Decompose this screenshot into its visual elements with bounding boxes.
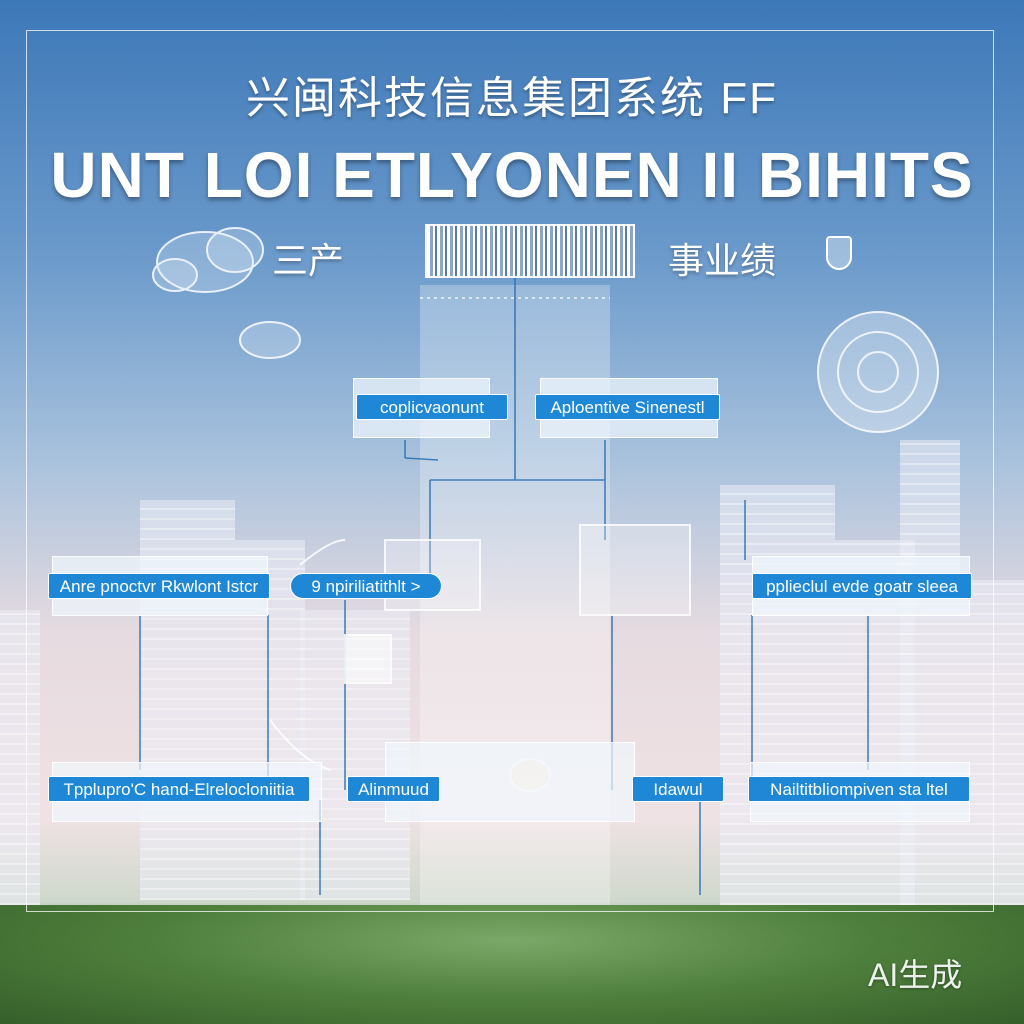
node-bottom-center-right: Idawul — [632, 776, 724, 802]
node-bottom-center-left: Alinmuud — [347, 776, 440, 802]
ai-generated-watermark: AI生成 — [868, 957, 963, 993]
diagram-frame — [26, 30, 994, 912]
building — [0, 610, 40, 905]
building — [960, 580, 1024, 905]
node-top-left: coplicvaonunt — [356, 394, 508, 420]
subtitle-left: 三产 — [272, 240, 345, 281]
building — [720, 485, 835, 905]
title-chinese: 兴闽科技信息集团系统 FF — [246, 74, 778, 123]
node-mid-center: 9 npiriliatithlt > — [290, 573, 442, 599]
node-bottom-left: Tpplupro'C hand-Elrelocloniitia — [48, 776, 310, 802]
grass-foreground — [0, 905, 1024, 1024]
node-mid-left: Anre pnoctvr Rkwlont Istcr — [48, 573, 270, 599]
subtitle-right: 事业绩 — [668, 240, 777, 281]
shield-icon — [826, 236, 852, 270]
node-bottom-right: Nailtitbliompiven sta ltel — [748, 776, 970, 802]
barcode-banner — [425, 224, 635, 278]
node-top-right: Aploentive Sinenestl — [535, 394, 720, 420]
building — [900, 440, 960, 905]
title-english: UNT LOI ETLYONEN II BIHITS — [50, 139, 974, 211]
node-mid-right: pplieclul evde goatr sleea — [752, 573, 972, 599]
